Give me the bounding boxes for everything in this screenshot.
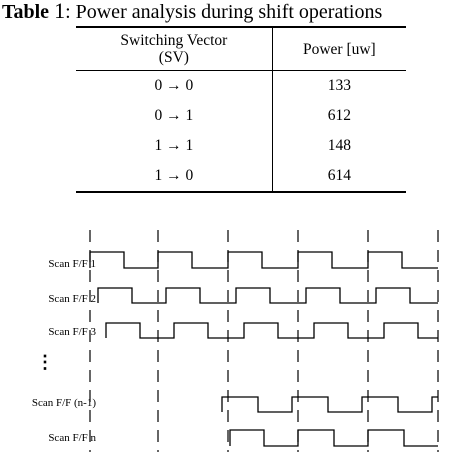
- table-row: 1 → 0 614: [76, 161, 406, 192]
- cell-power: 612: [327, 107, 351, 124]
- waveform-ffn: [229, 429, 438, 447]
- waveforms: [89, 251, 438, 447]
- cell-power: 148: [327, 137, 351, 154]
- waveform-ffn-1: [221, 396, 438, 413]
- signal-label-ff3: Scan F/F 3: [48, 326, 96, 338]
- cell-power: 133: [327, 77, 351, 94]
- cell-power: 614: [327, 167, 351, 184]
- caption-text: : Power analysis during shift operations: [65, 1, 383, 23]
- clock-edge-lines: [89, 230, 439, 452]
- table-row: 1 → 1 148: [76, 131, 406, 161]
- waveform-ff2: [97, 287, 438, 304]
- header-switching-vector: Switching Vector (SV): [76, 27, 273, 71]
- cell-vector: 1 → 0: [76, 161, 273, 192]
- cell-vector: 1 → 1: [76, 131, 273, 161]
- table-caption: Table 1: Power analysis during shift ope…: [2, 0, 474, 23]
- signal-label-ffn-1: Scan F/F (n-1): [31, 397, 96, 409]
- signal-label-ffn: Scan F/F n: [48, 432, 96, 444]
- cell-vector: 0 → 0: [76, 70, 273, 101]
- table-row: 0 → 1 612: [76, 101, 406, 131]
- caption-label: Table: [2, 1, 50, 23]
- header-vector-line1: Switching Vector: [120, 32, 228, 49]
- waveform-ff1: [89, 251, 438, 269]
- signal-label-ff1: Scan F/F 1: [48, 258, 96, 270]
- header-power: Power [uw]: [302, 40, 376, 58]
- signal-label-ff2: Scan F/F 2: [48, 293, 96, 305]
- header-vector-line2: (SV): [158, 49, 189, 66]
- table-row: 0 → 0 133: [76, 70, 406, 101]
- table-header-row: Switching Vector (SV) Power [uw]: [76, 27, 406, 71]
- caption-number: 1: [54, 0, 66, 23]
- power-table: Switching Vector (SV) Power [uw] 0 → 0 1…: [76, 26, 406, 193]
- cell-vector: 0 → 1: [76, 101, 273, 131]
- waveform-ff3: [105, 322, 438, 339]
- signal-ellipsis: ⋮: [36, 352, 54, 372]
